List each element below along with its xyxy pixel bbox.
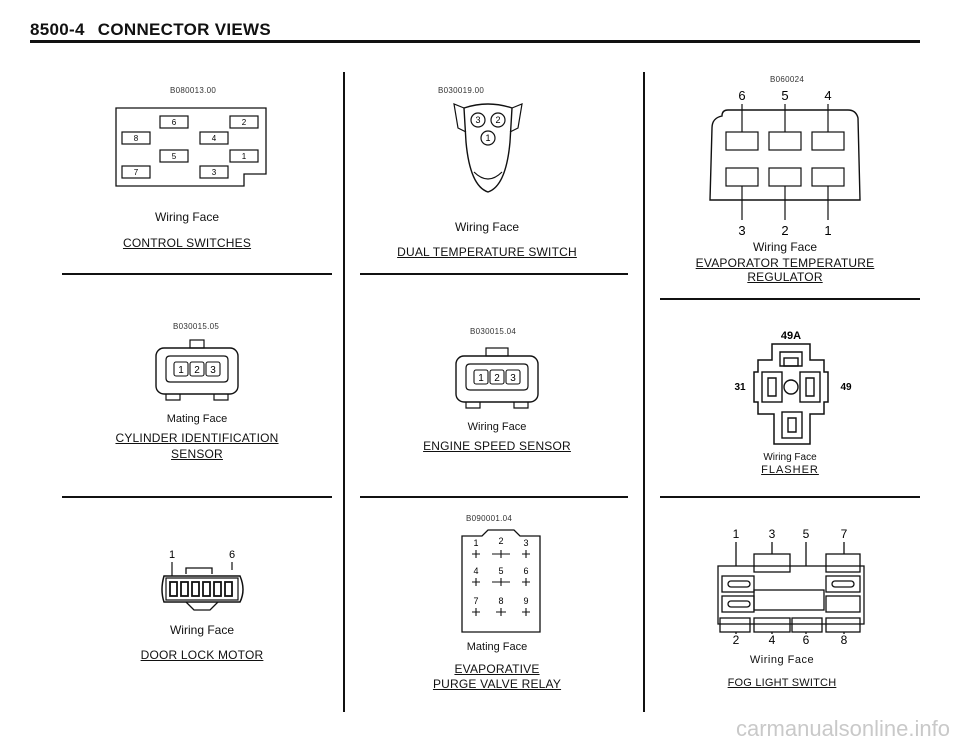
pin-label: 7 [841,527,848,541]
page-header: 8500-4 CONNECTOR VIEWS [30,20,271,40]
pin-label: 1 [169,549,175,561]
fog-light-switch-connector: 1 3 5 7 2 4 6 8 [717,527,865,647]
pin-label: 6 [738,88,745,103]
pin-label: 2 [733,633,740,647]
face-label: Wiring Face [154,210,219,224]
pin-label: 7 [473,596,478,606]
pin-label: 3 [769,527,776,541]
pin-label: 3 [475,115,480,125]
connector-title: FLASHER [761,464,819,476]
pin-label: 3 [523,538,528,548]
watermark: carmanualsonline.info [735,716,950,741]
pin-label: 7 [134,168,139,177]
pin-label: 4 [769,633,776,647]
control-switches-connector: 6 2 8 4 5 1 7 3 [115,107,267,187]
evaporator-regulator-connector: 6 5 4 3 2 1 [709,88,861,238]
row-divider [660,496,920,498]
face-label: Wiring Face [169,623,234,637]
row-divider [62,496,332,498]
page-title: CONNECTOR VIEWS [97,20,272,39]
pin-label: 4 [212,134,217,143]
cylinder-sensor-connector: 1 2 3 [155,339,239,401]
pin-label: 5 [803,527,810,541]
row-divider [660,298,920,300]
column-divider-2 [643,72,645,712]
pin-label: 6 [172,118,177,127]
pin-label: 3 [210,365,216,376]
pin-label: 5 [172,152,177,161]
connector-title: ENGINE SPEED SENSOR [423,439,571,453]
pin-label: 6 [229,549,235,561]
pin-label: 2 [494,373,500,384]
pin-label: 4 [473,566,478,576]
pin-label: 2 [781,223,788,238]
face-label: Wiring Face [752,240,817,254]
pin-label: 1 [824,223,831,238]
part-code: B090001.04 [466,514,513,523]
pin-label: 3 [212,168,217,177]
connector-title-line1: EVAPORATOR TEMPERATURE [695,256,875,270]
connector-title-line2: SENSOR [171,447,223,461]
flasher-connector: 49A 31 49 [734,330,852,445]
pin-label: 1 [242,152,247,161]
connector-title-line1: CYLINDER IDENTIFICATION [115,431,279,445]
pin-label: 3 [510,373,516,384]
page-number: 8500-4 [30,20,85,39]
pin-label: 1 [733,527,740,541]
door-lock-motor-connector: 1 6 [161,549,244,611]
header-rule [30,40,920,43]
pin-label: 3 [738,223,745,238]
pin-label: 1 [473,538,478,548]
pin-label: 9 [523,596,528,606]
face-label: Mating Face [466,641,528,653]
face-label: Wiring Face [467,421,527,433]
connector-title: CONTROL SWITCHES [122,236,252,250]
pin-label: 49A [781,330,801,342]
pin-label: 2 [495,115,500,125]
pin-label: 8 [498,596,503,606]
pin-label: 2 [498,536,503,546]
connector-title: FOG LIGHT SWITCH [727,677,837,689]
part-code: B060024 [770,75,805,84]
pin-label: 49 [840,382,852,393]
pin-label: 8 [841,633,848,647]
purge-valve-relay-connector: 1 2 3 4 5 6 7 8 9 [461,529,541,633]
pin-label: 31 [734,382,746,393]
face-label: Wiring Face [763,452,817,463]
pin-label: 5 [498,566,503,576]
pin-label: 1 [485,133,490,143]
part-code: B030015.04 [470,327,517,336]
connector-title-line1: EVAPORATIVE [454,662,540,676]
row-divider [360,273,628,275]
pin-label: 6 [803,633,810,647]
dual-temperature-switch-connector: 3 2 1 [453,103,523,193]
pin-label: 5 [781,88,788,103]
connector-title: DOOR LOCK MOTOR [140,648,264,662]
connector-title: DUAL TEMPERATURE SWITCH [397,245,577,259]
part-code: B080013.00 [170,86,217,95]
row-divider [62,273,332,275]
pin-label: 4 [824,88,831,103]
pin-label: 2 [194,365,200,376]
pin-label: 1 [178,365,184,376]
row-divider [360,496,628,498]
part-code: B030019.00 [438,86,485,95]
column-divider-1 [343,72,345,712]
engine-speed-sensor-connector: 1 2 3 [455,347,539,409]
face-label: Mating Face [166,413,228,425]
face-label: Wiring Face [749,654,815,666]
pin-label: 1 [478,373,484,384]
pin-label: 2 [242,118,247,127]
face-label: Wiring Face [454,220,519,234]
part-code: B030015.05 [173,322,220,331]
pin-label: 6 [523,566,528,576]
connector-title-line2: PURGE VALVE RELAY [432,677,562,691]
connector-title-line2: REGULATOR [747,270,823,284]
pin-label: 8 [134,134,139,143]
